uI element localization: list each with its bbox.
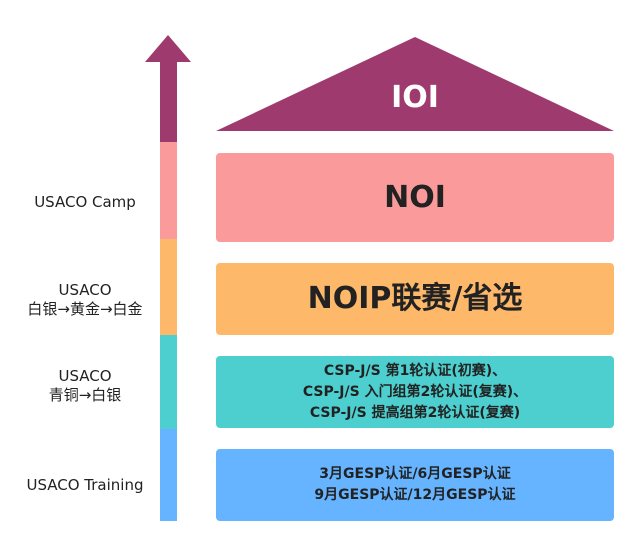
block-gesp-line: 3月GESP认证/6月GESP认证 [319, 466, 511, 482]
label-usaco-training-text: USACO Training [26, 476, 144, 494]
arrow-segment-usaco-silver-platinum [160, 239, 177, 335]
arrow-segment-usaco-bronze-silver [160, 335, 177, 429]
block-csp-line: CSP-J/S 第1轮认证(初赛)、 [323, 362, 507, 379]
ioi-roof [216, 37, 614, 131]
block-noip: NOIP联赛/省选 [216, 263, 614, 335]
label-line: 白银→黄金→白金 [27, 300, 143, 318]
label-usaco-camp-text: USACO Camp [34, 193, 136, 211]
label-line: 青铜→白银 [48, 386, 122, 404]
block-gesp: 3月GESP认证/6月GESP认证 9月GESP认证/12月GESP认证 [216, 449, 614, 521]
label-line: USACO [58, 281, 112, 299]
label-usaco-silver-platinum: USACO 白银→黄金→白金 [0, 281, 170, 319]
arrow-segment-camp [160, 142, 177, 239]
block-noi-text: NOI [384, 179, 446, 215]
label-usaco-camp: USACO Camp [0, 193, 170, 212]
block-noi: NOI [216, 153, 614, 242]
block-csp: CSP-J/S 第1轮认证(初赛)、 CSP-J/S 入门组第2轮认证(复赛)、… [216, 356, 614, 428]
block-csp-line: CSP-J/S 提高组第2轮认证(复赛) [309, 404, 521, 421]
label-usaco-training: USACO Training [0, 476, 170, 495]
block-gesp-line: 9月GESP认证/12月GESP认证 [314, 487, 516, 503]
label-usaco-bronze-silver: USACO 青铜→白银 [0, 367, 170, 405]
ioi-label: IOI [391, 80, 439, 115]
block-noip-text: NOIP联赛/省选 [307, 281, 523, 316]
block-csp-line: CSP-J/S 入门组第2轮认证(复赛)、 [302, 383, 528, 400]
arrow-head [145, 35, 191, 142]
label-line: USACO [58, 367, 112, 385]
arrow-segment-training [160, 429, 177, 521]
